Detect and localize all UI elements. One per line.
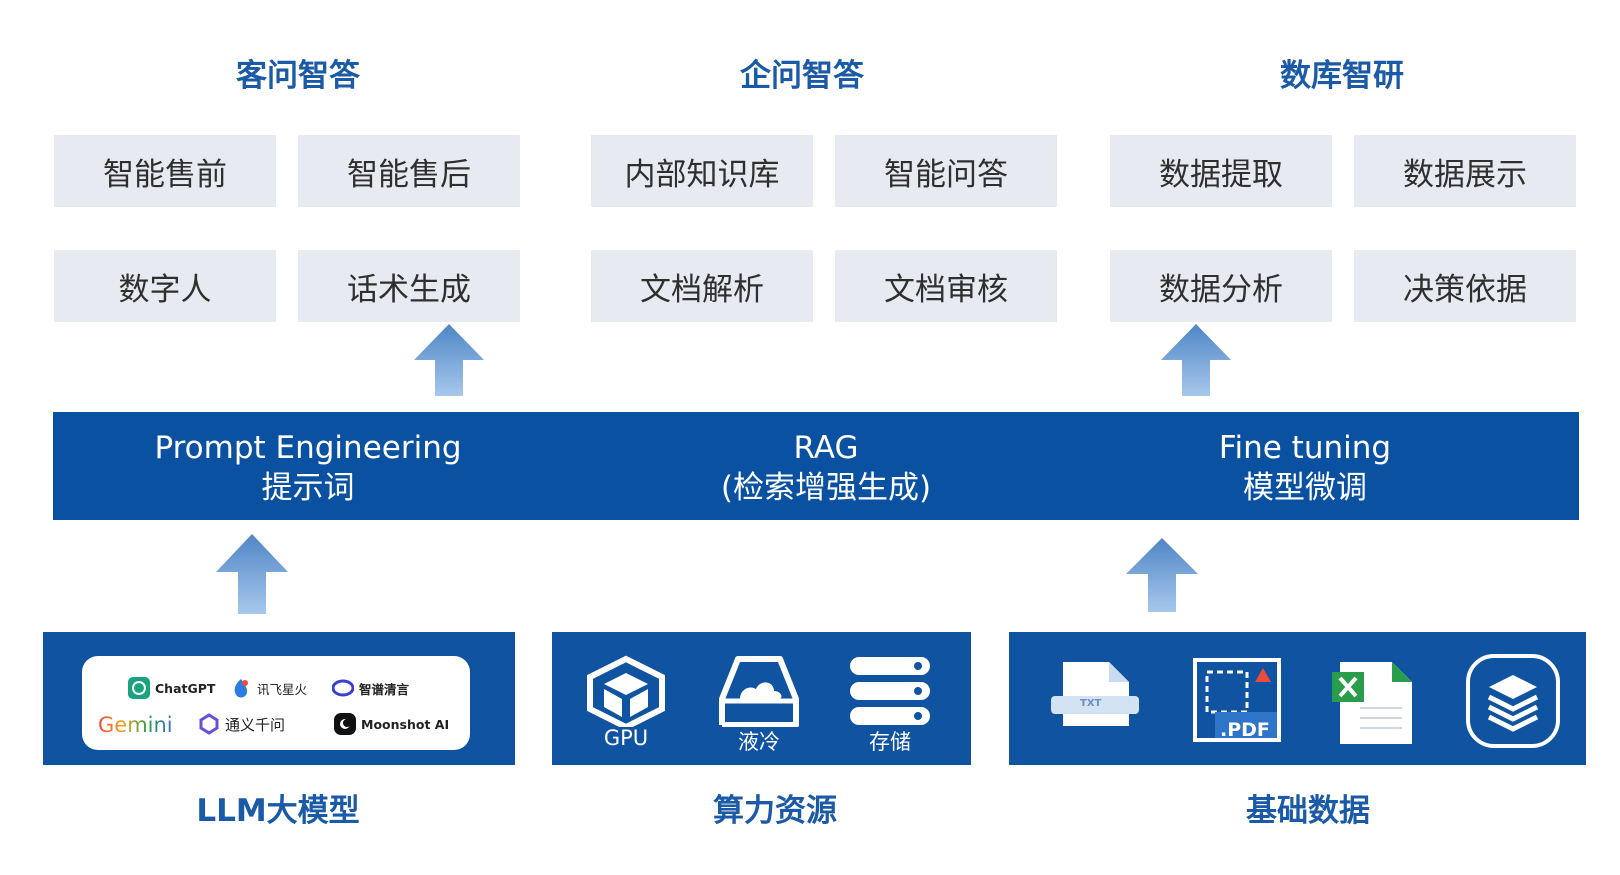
technique-fine-tuning: Fine tuning 模型微调 [1085,428,1525,508]
storage-server-icon [850,657,930,725]
logo-moonshot-ai: Moonshot AI [334,713,449,735]
app-box-internal-knowledge-base: 内部知识库 [591,135,813,207]
app-box-data-analysis: 数据分析 [1110,250,1332,322]
chatgpt-icon [128,677,150,699]
app-box-document-review: 文档审核 [835,250,1057,322]
technique-prompt-engineering: Prompt Engineering 提示词 [88,428,528,508]
liquid-cooling-icon [719,656,799,727]
app-box-digital-human: 数字人 [54,250,276,322]
up-arrow-icon [1126,538,1198,612]
app-box-decision-basis: 决策依据 [1354,250,1576,322]
compute-title: 算力资源 [713,793,837,829]
logo-iflytek-spark: 讯飞星火 [230,677,307,699]
moonshot-icon [334,713,356,735]
technique-en-label: Prompt Engineering [154,430,462,466]
logo-chatgpt: ChatGPT [128,677,215,699]
data-title: 基础数据 [1246,793,1370,829]
up-arrow-icon [414,324,484,396]
spark-icon [234,679,248,698]
excel-file-icon [1332,662,1412,744]
technique-band [53,412,1579,520]
technique-en-label: Fine tuning [1218,430,1392,466]
logo-zhipu-qingyan: 智谱清言 [332,677,409,699]
app-box-script-generation: 话术生成 [298,250,520,322]
technique-rag: RAG (检索增强生成) [606,428,1046,508]
llm-logo-card [82,656,470,750]
app-box-document-parsing: 文档解析 [591,250,813,322]
app-box-data-display: 数据展示 [1354,135,1576,207]
app-box-smart-aftersales: 智能售后 [298,135,520,207]
compute-label-storage: 存储 [869,730,911,754]
technique-zh-label: (检索增强生成) [720,470,932,506]
app-box-smart-presales: 智能售前 [54,135,276,207]
compute-label-gpu: GPU [603,726,649,750]
txt-label: TXT [1080,698,1102,709]
tongyi-icon [199,713,219,735]
technique-en-label: RAG [793,430,859,466]
pdf-file-icon [1193,658,1281,742]
app-box-smart-qa: 智能问答 [835,135,1057,207]
compute-label-liquid-cooling: 液冷 [738,730,780,754]
up-arrow-icon [216,534,288,614]
technique-zh-label: 提示词 [261,470,355,506]
column-title-enterprise-qa: 企问智答 [740,58,864,94]
technique-zh-label: 模型微调 [1243,470,1367,506]
llm-title: LLM大模型 [196,793,360,829]
up-arrow-icon [1161,324,1231,396]
column-title-data-research: 数库智研 [1280,58,1404,94]
zhipu-icon [332,679,354,697]
pdf-label: .PDF [1220,719,1270,741]
logo-tongyi-qianwen: 通义千问 [198,713,285,735]
database-stack-icon [1466,654,1560,748]
logo-gemini: Gemini [98,713,173,737]
app-box-data-extraction: 数据提取 [1110,135,1332,207]
gpu-cube-icon [587,655,665,727]
column-title-customer-qa: 客问智答 [236,58,360,94]
txt-file-icon [1051,662,1139,726]
